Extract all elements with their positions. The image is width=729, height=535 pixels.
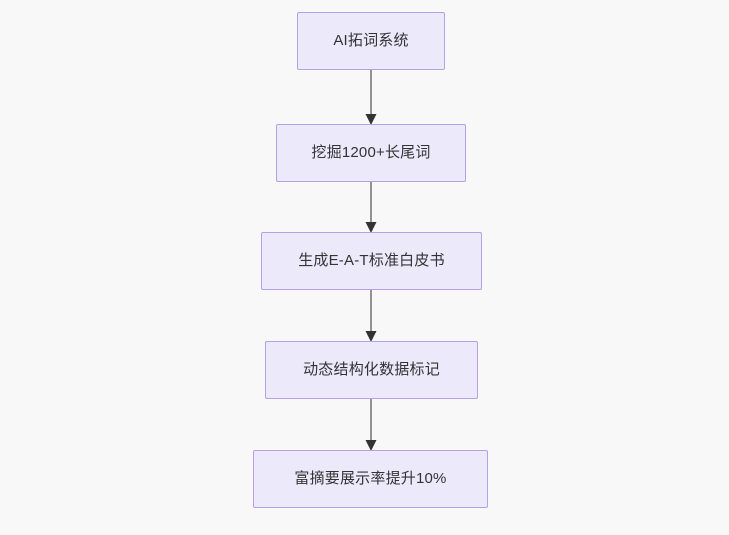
flow-node-label: 动态结构化数据标记	[303, 361, 440, 378]
flow-node-mine-longtail-keywords[interactable]: 挖掘1200+长尾词	[276, 124, 466, 182]
flow-node-label: 生成E-A-T标准白皮书	[298, 252, 445, 269]
flow-node-dynamic-structured-data-markup[interactable]: 动态结构化数据标记	[265, 341, 478, 399]
edge-n2-n3	[365, 182, 377, 233]
edge-n1-n2	[365, 70, 377, 125]
edge-n3-n4	[365, 290, 377, 342]
flow-node-label: 富摘要展示率提升10%	[294, 470, 447, 487]
arrowhead-icon	[365, 114, 377, 125]
arrowhead-icon	[365, 222, 377, 233]
flow-node-label: 挖掘1200+长尾词	[311, 144, 431, 161]
flow-node-label: AI拓词系统	[333, 32, 409, 49]
flow-node-rich-snippet-rate-increase[interactable]: 富摘要展示率提升10%	[253, 450, 488, 508]
arrowhead-icon	[365, 331, 377, 342]
flow-node-ai-keyword-system[interactable]: AI拓词系统	[297, 12, 445, 70]
arrowhead-icon	[365, 440, 377, 451]
edge-n4-n5	[365, 399, 377, 451]
flow-node-generate-eat-whitepaper[interactable]: 生成E-A-T标准白皮书	[261, 232, 482, 290]
